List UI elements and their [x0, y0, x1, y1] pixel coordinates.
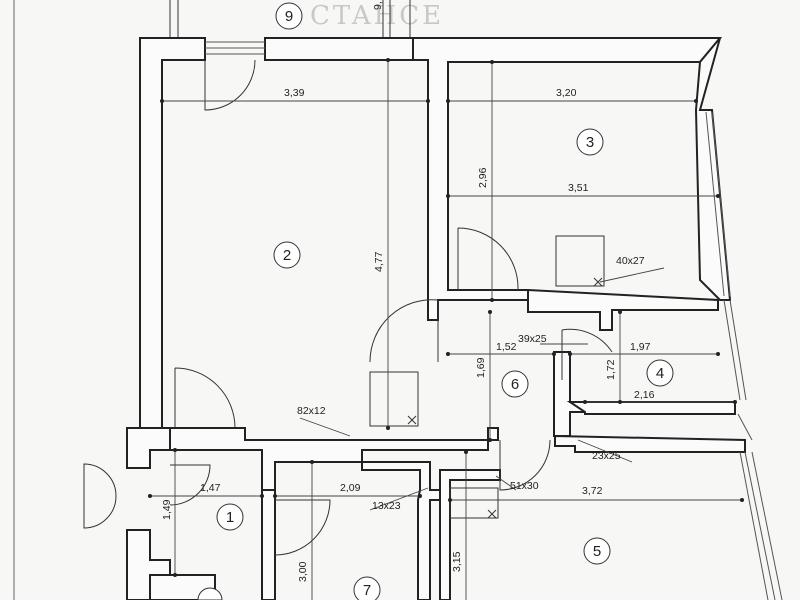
wall-room7-room5: [439, 469, 501, 600]
svg-text:6: 6: [511, 376, 519, 393]
dim-room7-height: 3,00: [297, 561, 309, 582]
dim-vent-40x27: 40x27: [616, 255, 645, 267]
wall-center: [412, 37, 723, 321]
room-label-6: 6: [501, 370, 529, 398]
dim-room3-width-bottom: 3,51: [568, 182, 589, 194]
dim-room2-width: 3,39: [284, 87, 305, 99]
door-entrance: [174, 367, 236, 429]
dim-room1-height: 1,49: [161, 499, 173, 520]
wall-room4-bottom: [566, 401, 736, 415]
dim-room4-width-top: 1,97: [630, 341, 651, 353]
door-room2: [204, 59, 256, 111]
door-room5: [499, 439, 551, 491]
dim-vent-51x30: 51x30: [510, 480, 539, 492]
dim-top-cut: 9,: [372, 1, 384, 10]
faded-stamp-text: CTAHCE: [310, 1, 444, 31]
door-room3: [457, 227, 519, 291]
vent-box-room3: [555, 235, 605, 287]
room-label-4: 4: [646, 359, 674, 387]
vent-box-51x30: [449, 487, 499, 519]
svg-text:3: 3: [586, 134, 594, 151]
wall-room1-room7: [261, 489, 276, 600]
dim-room3-width-top: 3,20: [556, 87, 577, 99]
svg-text:4: 4: [656, 365, 664, 382]
dim-room5-height: 3,15: [451, 551, 463, 572]
door-room2-corridor: [369, 299, 439, 363]
svg-text:9: 9: [285, 8, 293, 25]
wall-left-room2: [139, 37, 206, 429]
door-room7: [274, 499, 331, 556]
dim-room3-height: 2,96: [477, 167, 489, 188]
stair-half-circle: [83, 463, 117, 529]
dim-room4-height: 1,72: [605, 359, 617, 380]
svg-text:1: 1: [226, 509, 234, 526]
dim-vent-82x12: 82x12: [297, 405, 326, 417]
door-room4: [561, 328, 613, 380]
door-room1: [169, 464, 211, 506]
svg-text:7: 7: [363, 582, 371, 599]
room-labels: 9 2 3 4 6 1 5 7: [197, 2, 674, 600]
dim-corridor-height: 1,69: [475, 357, 487, 378]
wall-82x12: [161, 427, 499, 491]
wall-room1-left: [126, 427, 171, 469]
room-label-partial: [197, 587, 223, 600]
vent-shafts: [369, 235, 605, 519]
room-label-2: 2: [273, 241, 301, 269]
dim-room4-width-bottom: 2,16: [634, 389, 655, 401]
room-label-1: 1: [216, 503, 244, 531]
loggia-outline: [169, 0, 411, 40]
room-label-9: 9: [275, 2, 303, 30]
wall-room3-room4: [527, 288, 719, 331]
wall-top-mid: [264, 37, 414, 61]
vent-box-corridor: [369, 371, 419, 427]
room-label-5: 5: [583, 537, 611, 565]
wall-room4-left: [553, 351, 586, 437]
dimension-labels: 3,39 4,77 3,20 3,51 2,96 40x27 39x25 1,5…: [161, 1, 655, 582]
dim-room2-height: 4,77: [373, 251, 385, 272]
dim-vent-39x25: 39x25: [518, 333, 547, 345]
windows: [205, 41, 783, 600]
room-label-7: 7: [353, 576, 381, 600]
dim-vent-23x25: 23x25: [592, 450, 621, 462]
wall-bottom-left-2: [149, 574, 216, 600]
dim-room5-width: 3,72: [582, 485, 603, 497]
dim-room1-width: 1,47: [200, 482, 221, 494]
dim-corridor-width: 1,52: [496, 341, 517, 353]
wall-room5-top: [554, 434, 746, 453]
wall-right: [694, 37, 732, 301]
dim-room7-width: 2,09: [340, 482, 361, 494]
room-label-3: 3: [576, 128, 604, 156]
doors: [83, 59, 613, 556]
svg-text:5: 5: [593, 543, 601, 560]
svg-text:2: 2: [283, 247, 291, 264]
dimension-lines: [148, 58, 744, 600]
dim-vent-13x23: 13x23: [372, 500, 401, 512]
